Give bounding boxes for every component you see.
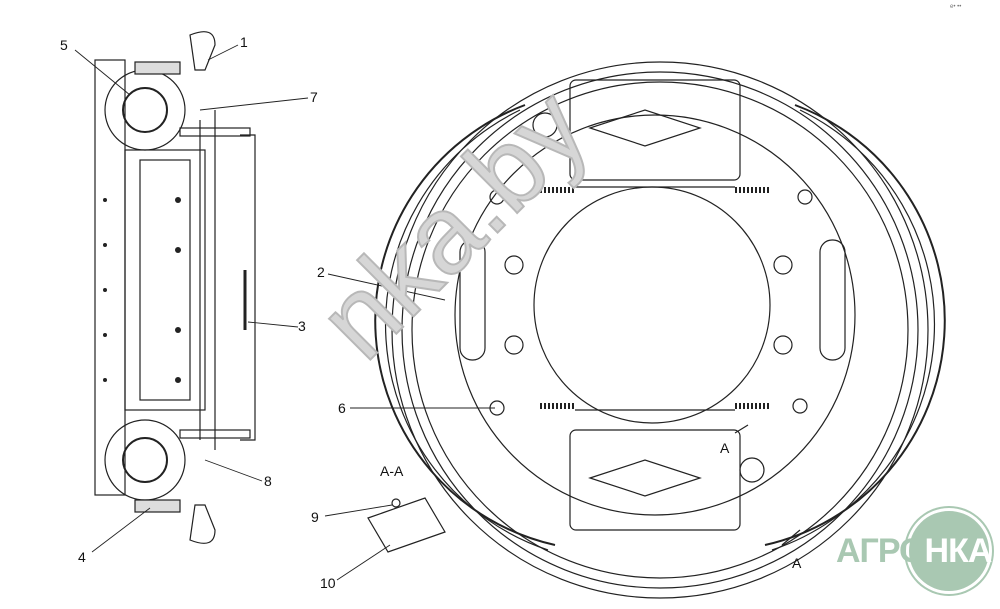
leader-lines	[74, 44, 495, 581]
callout-3: 3	[298, 318, 306, 334]
side-view	[94, 31, 256, 544]
section-mark: A	[720, 440, 730, 456]
callout-10: 10	[320, 575, 336, 591]
callout-4: 4	[78, 549, 86, 565]
front-view	[367, 61, 946, 599]
callout-1: 1	[240, 34, 248, 50]
logo-circle	[906, 508, 992, 594]
logo: АГРОНКА	[836, 508, 1000, 594]
section-label: A-A	[380, 463, 404, 479]
logo-left: АГРО	[836, 532, 926, 570]
callout-5: 5	[60, 37, 68, 53]
callout-7: 7	[310, 89, 318, 105]
corner-text: e• ••	[950, 4, 962, 10]
logo-right: НКА	[924, 532, 993, 570]
section-mark: A	[792, 555, 802, 571]
callout-6: 6	[338, 400, 346, 416]
callout-2: 2	[317, 264, 325, 280]
callout-8: 8	[264, 473, 272, 489]
callout-9: 9	[311, 509, 319, 525]
